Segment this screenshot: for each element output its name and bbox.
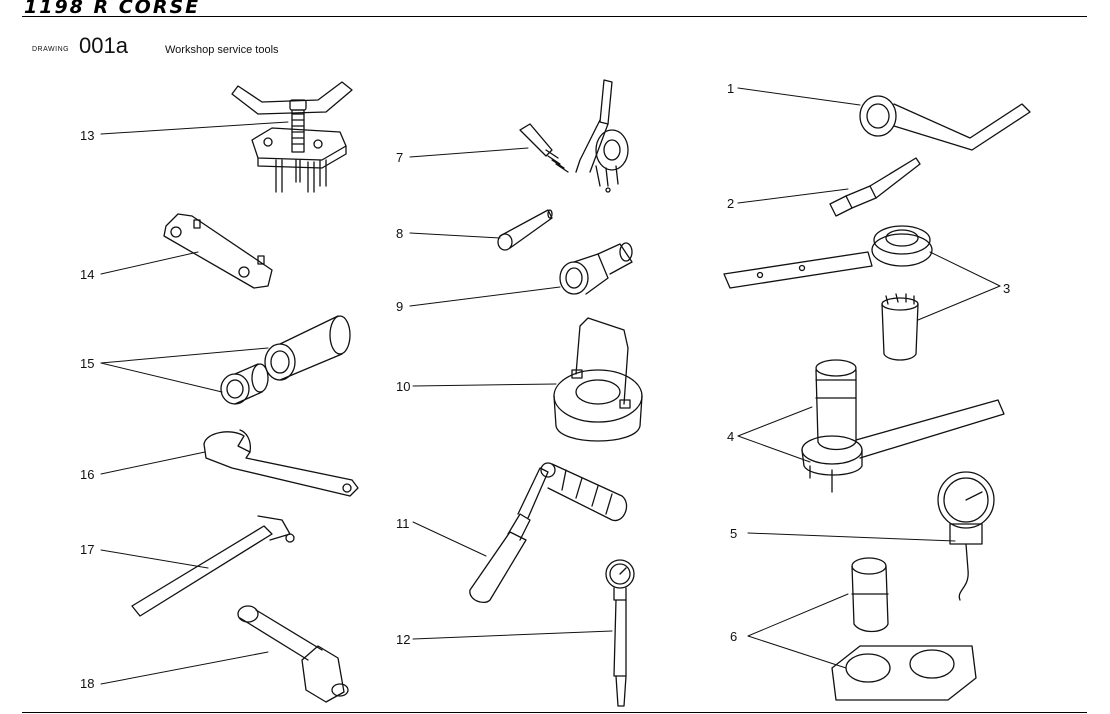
brand-logo: 1198 R CORSE (24, 0, 201, 18)
ref-12: 12 (396, 632, 410, 647)
ref-15: 15 (80, 356, 94, 371)
ring-wrench-icon (723, 225, 933, 361)
drawing-title: Workshop service tools (165, 44, 279, 56)
ref-3: 3 (1003, 281, 1010, 296)
ref-11: 11 (396, 516, 410, 531)
cylinder-tool-icon (237, 605, 349, 703)
socket-sleeves-icon (220, 315, 351, 405)
drawing-number: 001a (79, 33, 128, 58)
ref-8: 8 (396, 226, 403, 241)
cone-sleeve-icon (497, 209, 553, 251)
ratchet-handle-icon (469, 462, 628, 604)
flange-wrench-icon (801, 359, 1005, 493)
bottom-rule (22, 712, 1087, 713)
ref-5: 5 (730, 526, 737, 541)
ref-9: 9 (396, 299, 403, 314)
ref-14: 14 (80, 267, 94, 282)
drift-icon (559, 242, 633, 295)
pin-tool-icon (829, 157, 921, 217)
ref-6: 6 (730, 629, 737, 644)
ref-4: 4 (727, 429, 734, 444)
ref-16: 16 (80, 467, 94, 482)
ref-17: 17 (80, 542, 94, 557)
dial-gauge-rod-icon (605, 559, 635, 707)
double-socket-icon (831, 557, 977, 701)
top-rule (22, 16, 1087, 17)
ref-7: 7 (396, 150, 403, 165)
puller-icon (231, 81, 353, 193)
leader-lines (100, 87, 1001, 685)
bent-wrench-icon (859, 95, 1031, 151)
gauge-adapter-icon (519, 79, 629, 193)
hook-wrench-icon (203, 429, 359, 497)
drawing-label: DRAWING (32, 46, 70, 53)
ref-18: 18 (80, 676, 94, 691)
ref-10: 10 (396, 379, 410, 394)
pin-wrench-icon (163, 213, 273, 289)
ref-13: 13 (80, 128, 94, 143)
pot-holder-icon (553, 317, 643, 442)
flat-bar-icon (131, 515, 295, 617)
dial-indicator-icon (937, 471, 995, 601)
ref-2: 2 (727, 196, 734, 211)
ref-1: 1 (727, 81, 734, 96)
